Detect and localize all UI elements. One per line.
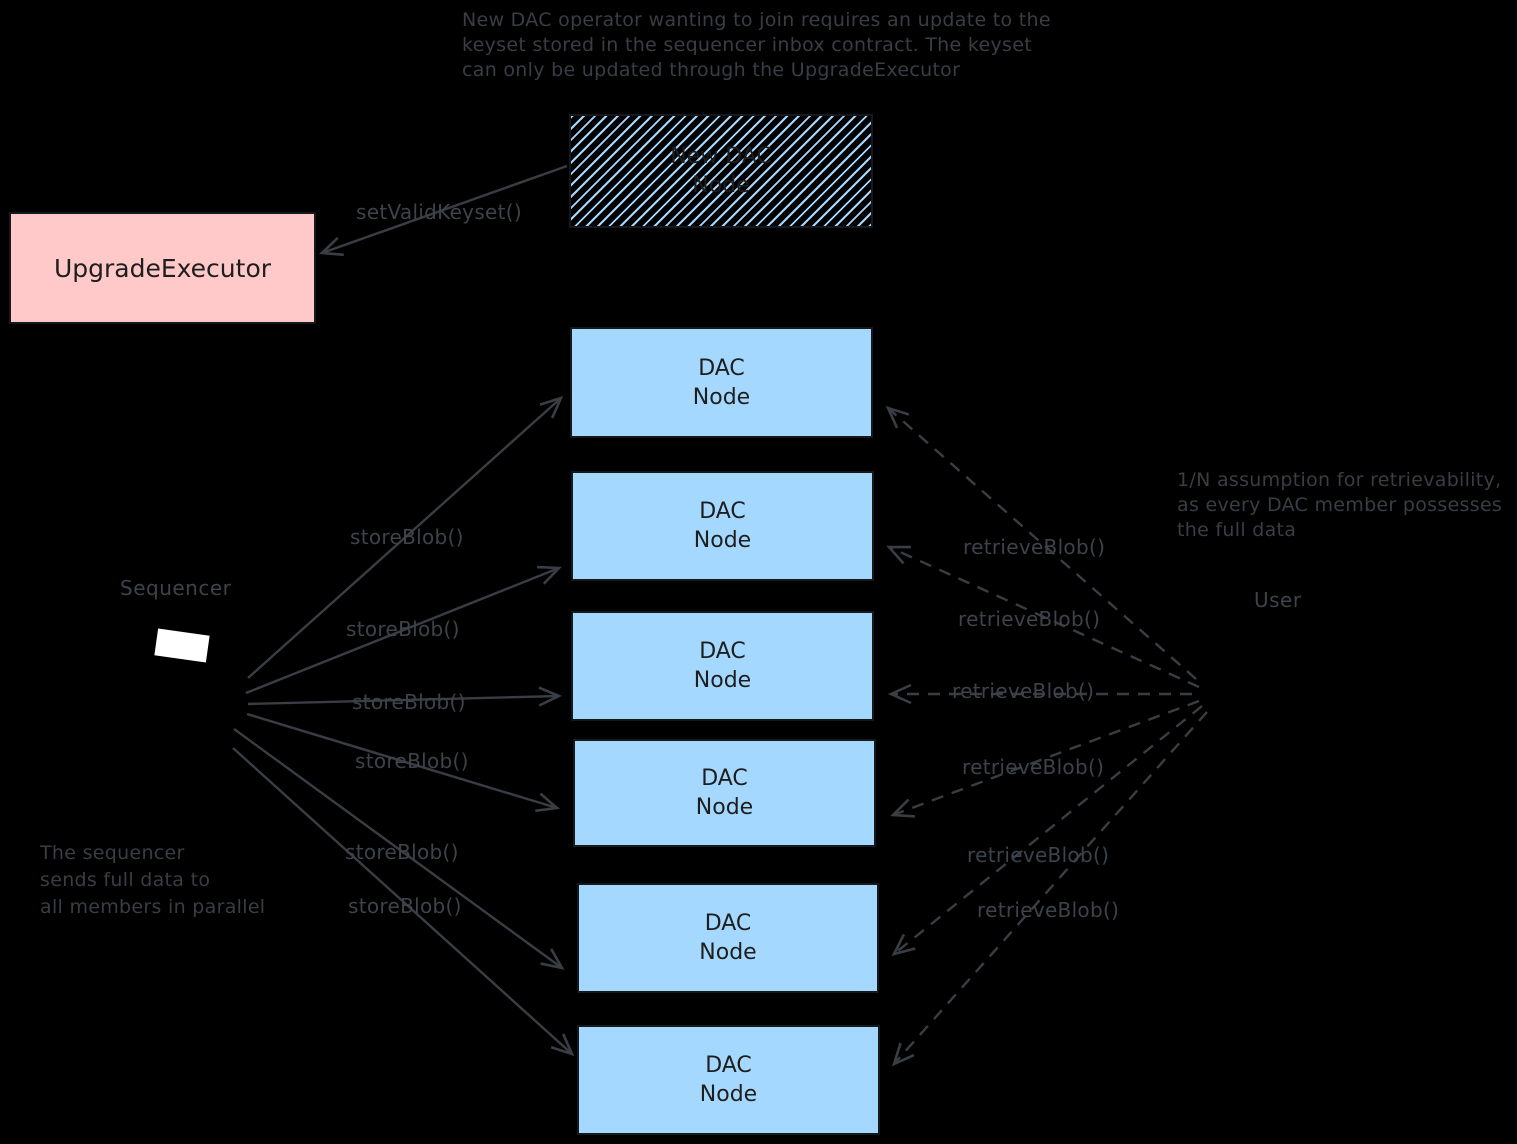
store-blob-arrow-1: [247, 395, 564, 679]
store-blob-label-6: storeBlob(): [348, 894, 462, 918]
set-valid-keyset-arrow: [319, 164, 568, 257]
retrieve-blob-arrow-5: [891, 705, 1203, 956]
store-blob-label-3: storeBlob(): [352, 690, 466, 714]
sequencer-label: Sequencer: [120, 576, 232, 600]
retrieve-blob-arrow-2: [886, 545, 1200, 689]
retrieve-blob-label-5: retrieveBlob(): [967, 843, 1110, 867]
set-valid-keyset-label: setValidKeyset(): [356, 200, 522, 224]
user-label: User: [1254, 588, 1302, 612]
store-blob-label-1: storeBlob(): [350, 525, 464, 549]
store-blob-arrow-2: [245, 565, 562, 695]
new-dac-node-box: New DAC Node: [569, 114, 873, 228]
upgrade-executor-box: UpgradeExecutor: [9, 212, 316, 324]
retrieve-blob-label-3: retrieveBlob(): [952, 679, 1095, 703]
dac-node-box-1: DAC Node: [570, 327, 873, 438]
retrieve-blob-arrow-6: [891, 711, 1208, 1067]
dac-node-box-4: DAC Node: [573, 739, 876, 847]
retrieve-blob-arrow-1: [885, 405, 1197, 680]
right-note: 1/N assumption for retrievability, as ev…: [1177, 469, 1503, 541]
retrieve-blob-label-2: retrieveBlob(): [958, 607, 1101, 631]
retrieve-blob-label-1: retrieveBlob(): [963, 535, 1106, 559]
store-blob-arrow-6: [232, 747, 575, 1057]
dac-node-box-6: DAC Node: [577, 1025, 880, 1135]
dac-node-box-3: DAC Node: [571, 611, 874, 721]
dac-node-box-5: DAC Node: [577, 883, 879, 993]
retrieve-blob-label-4: retrieveBlob(): [962, 755, 1105, 779]
dac-node-box-2: DAC Node: [571, 471, 874, 581]
store-blob-label-5: storeBlob(): [345, 840, 459, 864]
store-blob-arrow-5: [233, 728, 565, 970]
store-blob-arrow-3: [247, 686, 563, 707]
top-note: New DAC operator wanting to join require…: [462, 9, 1051, 81]
store-blob-arrow-4: [246, 712, 561, 813]
store-blob-label-2: storeBlob(): [346, 617, 460, 641]
store-blob-label-4: storeBlob(): [355, 749, 469, 773]
retrieve-blob-label-6: retrieveBlob(): [977, 898, 1120, 922]
left-note: The sequencer sends full data to all mem…: [40, 842, 266, 918]
